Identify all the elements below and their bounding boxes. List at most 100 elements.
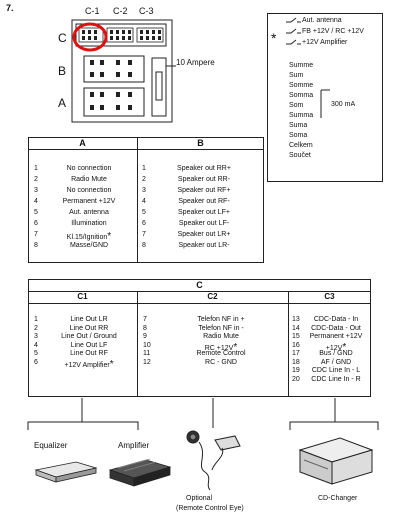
row-label: CDC Line In - R [311, 375, 361, 383]
row-number: 8 [34, 242, 38, 249]
row-label: CDC-Data - Out [311, 324, 361, 332]
row-number: 19 [292, 367, 300, 374]
row-label: CDC-Data - In [313, 316, 359, 323]
row-label: RC - GND [205, 358, 237, 366]
connector-label-c2: C-2 [113, 6, 128, 16]
legend-star: * [271, 30, 277, 46]
row-label: Line Out RF [70, 350, 108, 357]
row-label: Telefon NF in + [197, 316, 245, 323]
row-label: Speaker out LR- [178, 242, 230, 249]
row-label: CDC Line In - L [311, 367, 361, 374]
connector-label-c1: C-1 [85, 6, 100, 16]
row-number: 7 [142, 231, 146, 238]
amplifier-label: Amplifier [118, 441, 150, 450]
row-number: 2 [34, 324, 38, 332]
table-c-header: C [196, 280, 203, 290]
row-number: 9 [143, 333, 147, 340]
row-number: 20 [292, 375, 300, 383]
row-label: Aut. antenna [69, 209, 109, 216]
row-label: Remote Control [196, 350, 246, 357]
row-label: Speaker out RR- [177, 176, 231, 183]
fuse-label: 10 Ampere [176, 58, 215, 67]
row-number: 3 [142, 187, 146, 194]
row-number: 4 [142, 198, 146, 205]
table-c2-header: C2 [207, 292, 218, 301]
cd-changer-label: CD-Changer [318, 495, 358, 502]
row-label: Line Out LR [70, 316, 108, 323]
row-number: 15 [292, 333, 300, 340]
star-marker: * [342, 341, 347, 353]
table-b-header: B [197, 138, 204, 148]
figure-number: 7. [6, 3, 14, 13]
row-label: Speaker out RR+ [177, 165, 231, 172]
current-value: 300 mA [331, 101, 356, 108]
row-label: Permanent +12V [62, 198, 116, 205]
row-label: Masse/GND [69, 242, 109, 249]
row-label: Kl.15/Ignition* [66, 231, 112, 242]
table-c [28, 279, 371, 397]
connector-label-c3: C-3 [139, 6, 154, 16]
row-number: 2 [142, 176, 146, 183]
row-number: 6 [34, 220, 38, 227]
legend-line-1: Aut. antenna [302, 17, 342, 24]
row-number: 3 [34, 333, 38, 340]
row-number: 1 [34, 165, 38, 172]
legend-box [267, 13, 383, 182]
row-label: Radio Mute [71, 176, 107, 183]
star-marker: * [233, 341, 238, 353]
star-marker: * [109, 358, 114, 370]
row-label: Radio Mute [203, 333, 239, 340]
row-label-c: C [58, 31, 67, 45]
row-label: Illumination [71, 220, 107, 227]
row-number: 5 [142, 209, 146, 216]
row-label: Line Out LF [70, 341, 108, 349]
table-c3-header: C3 [324, 292, 335, 301]
row-number: 1 [34, 316, 38, 323]
optional-label: Optional [186, 495, 213, 502]
row-label: Speaker out LF- [178, 220, 230, 227]
row-label-b: B [58, 64, 67, 78]
row-label-a: A [58, 96, 67, 110]
row-label: Permanent +12V [309, 333, 363, 340]
row-label: Speaker out LR+ [177, 231, 231, 238]
row-label: Bus / GND [319, 350, 353, 357]
row-number: 6 [34, 358, 38, 366]
star-marker: * [107, 231, 112, 242]
row-number: 18 [292, 358, 300, 366]
row-number: 5 [34, 350, 38, 357]
table-a-header: A [79, 138, 86, 148]
row-label: Speaker out RF+ [177, 187, 231, 194]
row-number: 3 [34, 187, 38, 194]
row-label: Speaker out RF- [178, 198, 230, 205]
row-number: 4 [34, 341, 38, 349]
row-number: 8 [142, 242, 146, 249]
row-number: 12 [143, 358, 151, 366]
row-label: +12V* [325, 341, 347, 353]
row-label: Line Out RR [69, 324, 109, 332]
row-number: 16 [292, 341, 300, 349]
row-number: 7 [143, 316, 147, 323]
row-label: Speaker out LF+ [178, 209, 230, 216]
equalizer-label: Equalizer [34, 441, 68, 450]
row-number: 6 [142, 220, 146, 227]
row-label: No connection [66, 165, 112, 172]
row-label: RC +12V* [204, 341, 238, 353]
row-label: Telefon NF in - [198, 324, 244, 332]
table-ab [28, 137, 264, 263]
row-label: AF / GND [320, 358, 352, 366]
row-number: 1 [142, 165, 146, 172]
row-number: 14 [292, 324, 300, 332]
legend-line-3: +12V Amplifier [302, 39, 348, 46]
row-number: 10 [143, 341, 151, 349]
row-number: 13 [292, 316, 300, 323]
row-number: 5 [34, 209, 38, 216]
row-number: 7 [34, 231, 38, 238]
row-label: +12V Amplifier* [64, 358, 114, 370]
legend-line-2: FB +12V / RC +12V [302, 28, 364, 35]
row-label: No connection [66, 187, 112, 194]
sum-words: Summe Sum Somme Somma Som Summa Suma Som… [289, 62, 314, 159]
table-c1-header: C1 [77, 292, 88, 301]
row-number: 11 [143, 350, 151, 357]
